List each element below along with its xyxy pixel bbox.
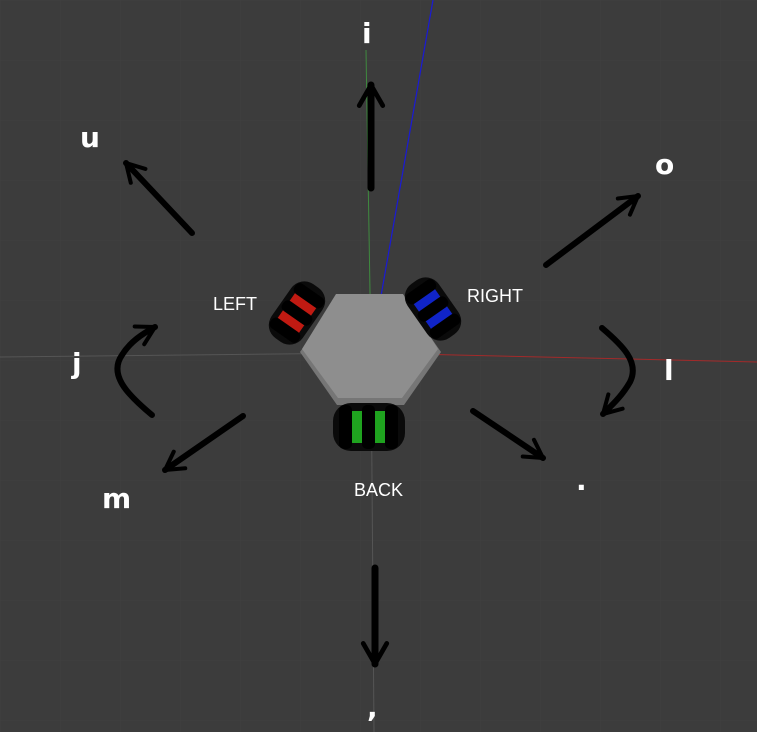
wheel-right-label: RIGHT bbox=[467, 286, 523, 306]
wheel-left-label: LEFT bbox=[213, 294, 258, 314]
arrow-rotate-right bbox=[599, 325, 636, 417]
arrow-back-right bbox=[470, 408, 546, 461]
arrow-forward-right bbox=[543, 193, 641, 268]
key-back-left: m bbox=[102, 482, 132, 515]
wheel-back bbox=[333, 403, 405, 451]
key-forward-left: u bbox=[80, 121, 100, 154]
omni-wheel-robot-icon bbox=[268, 277, 462, 451]
arrow-forward-left bbox=[123, 160, 195, 236]
wheel-back-label: BACK bbox=[354, 480, 404, 500]
key-forward: i bbox=[362, 17, 372, 50]
key-forward-right: o bbox=[655, 148, 675, 181]
robot-body bbox=[302, 294, 438, 398]
key-back: , bbox=[367, 691, 378, 724]
key-rotate-left: j bbox=[72, 347, 82, 380]
key-rotate-right: l bbox=[664, 354, 674, 387]
arrow-back-left bbox=[162, 413, 246, 473]
wheel-right bbox=[404, 277, 462, 341]
key-back-right: . bbox=[576, 464, 587, 497]
arrow-rotate-left bbox=[114, 324, 158, 418]
wheel-left bbox=[268, 281, 326, 345]
